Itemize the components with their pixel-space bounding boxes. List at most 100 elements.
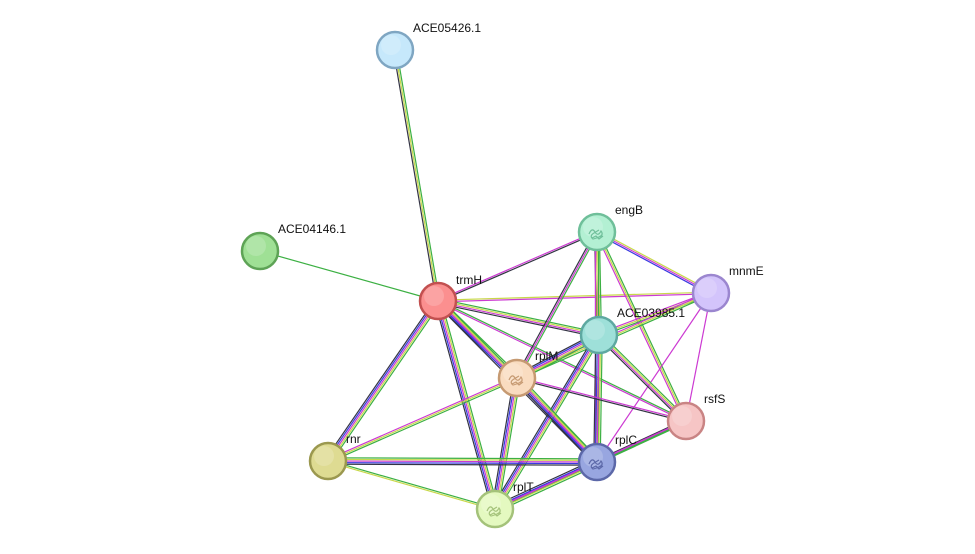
edge-line-blue	[492, 377, 517, 509]
edge-line-yellow	[596, 231, 687, 422]
edge-ACE05426.1-trmH	[392, 49, 441, 302]
edge-line-dark	[392, 50, 438, 302]
edge-line-green	[395, 49, 441, 301]
node-label: engB	[615, 203, 643, 217]
edge-line-magenta	[437, 300, 496, 510]
edge-line-magenta	[596, 292, 712, 463]
edge-rplM-rplT	[491, 377, 521, 510]
node-ACE04146.1[interactable]: ACE04146.1	[240, 222, 346, 271]
edge-trmH-ACE03985.1	[437, 298, 600, 338]
edge-line-dark	[327, 463, 597, 466]
edge-line-magenta	[437, 301, 599, 337]
edge-line-magenta	[598, 290, 711, 335]
edge-ACE03985.1-rplT	[491, 333, 603, 511]
node-highlight	[246, 236, 266, 256]
edge-line-magenta	[437, 301, 686, 423]
node-label: rsfS	[704, 392, 725, 406]
edge-line-yellow	[327, 377, 518, 462]
node-circle	[375, 30, 415, 70]
edge-line-dark	[438, 232, 598, 303]
edge-rnr-rplT	[327, 459, 496, 511]
edge-line-yellow	[328, 301, 440, 463]
node-rnr[interactable]: rnr	[308, 432, 361, 481]
node-highlight	[314, 446, 334, 466]
node-highlight	[672, 406, 692, 426]
edge-line-green	[517, 232, 599, 380]
edge-line-magenta	[517, 376, 687, 421]
edge-line-dark	[516, 378, 686, 423]
node-highlight	[381, 35, 401, 55]
node-highlight	[424, 286, 444, 306]
node-circle	[418, 281, 458, 321]
edge-line-dark	[324, 298, 436, 460]
edge-trmH-mnmE	[437, 291, 712, 303]
node-label: rplC	[615, 433, 637, 447]
edge-line-magenta	[516, 231, 598, 379]
node-highlight	[583, 217, 603, 237]
edge-line-green	[440, 299, 499, 509]
node-engB[interactable]: engB	[577, 203, 643, 252]
node-label: rnr	[346, 432, 361, 446]
node-ACE03985.1[interactable]: ACE03985.1	[579, 306, 685, 355]
node-highlight	[697, 278, 717, 298]
node-rplT[interactable]: rplT	[475, 480, 534, 529]
edge-ACE03985.1-rsfS	[596, 332, 689, 424]
protein-structure-icon	[486, 506, 502, 517]
node-circle	[577, 212, 617, 252]
edge-line-magenta	[516, 377, 598, 463]
edge-line-dark	[596, 336, 685, 424]
edge-line-magenta	[596, 231, 712, 294]
edge-mnmE-rplC	[596, 292, 712, 463]
edge-trmH-rnr	[324, 298, 442, 464]
edge-ACE04146.1-trmH	[259, 250, 439, 302]
edge-line-yellow	[437, 291, 711, 301]
edge-trmH-engB	[437, 230, 598, 303]
node-highlight	[503, 363, 523, 383]
node-rplM[interactable]: rplM	[497, 349, 558, 398]
edge-line-yellow	[597, 230, 713, 293]
protein-structure-icon	[588, 459, 604, 470]
node-rsfS[interactable]: rsfS	[666, 392, 725, 441]
edge-line-green	[600, 332, 689, 420]
node-label: mnmE	[729, 264, 764, 278]
node-label: ACE04146.1	[278, 222, 346, 236]
node-trmH[interactable]: trmH	[418, 273, 482, 321]
edge-line-blue	[327, 461, 597, 465]
edge-line-blue	[435, 301, 495, 510]
edge-line-green	[328, 457, 598, 460]
edge-engB-rsfS	[595, 231, 688, 422]
node-circle	[691, 273, 731, 313]
edge-line-magenta	[438, 293, 712, 303]
edge-rplM-rplC	[514, 375, 600, 465]
node-circle	[666, 401, 706, 441]
node-circle	[577, 442, 617, 482]
edge-engB-rplM	[515, 230, 599, 380]
edge-mnmE-rsfS	[685, 292, 712, 422]
node-circle	[308, 441, 348, 481]
node-circle	[579, 315, 619, 355]
node-label: ACE05426.1	[413, 21, 481, 35]
edge-rplM-rnr	[327, 375, 518, 464]
edge-line-magenta	[494, 377, 518, 510]
edge-line-green	[328, 378, 518, 464]
edge-line-dark	[434, 301, 493, 511]
edge-line-dark	[491, 377, 515, 509]
edge-line-blue	[493, 333, 599, 509]
edge-line-yellow	[599, 334, 687, 421]
edge-line-yellow	[327, 461, 495, 511]
edge-line-magenta	[595, 232, 686, 422]
node-rplC[interactable]: rplC	[577, 433, 637, 482]
node-circle	[475, 489, 515, 529]
edge-line-blue	[326, 299, 438, 461]
edge-line-magenta	[598, 335, 686, 422]
edge-engB-mnmE	[595, 230, 713, 295]
protein-structure-icon	[588, 229, 604, 240]
edge-line-magenta	[327, 375, 517, 461]
edge-rplM-rsfS	[516, 376, 687, 423]
node-ACE05426.1[interactable]: ACE05426.1	[375, 21, 481, 70]
edge-line-green	[497, 336, 603, 511]
node-highlight	[583, 447, 603, 467]
node-mnmE[interactable]: mnmE	[691, 264, 764, 313]
